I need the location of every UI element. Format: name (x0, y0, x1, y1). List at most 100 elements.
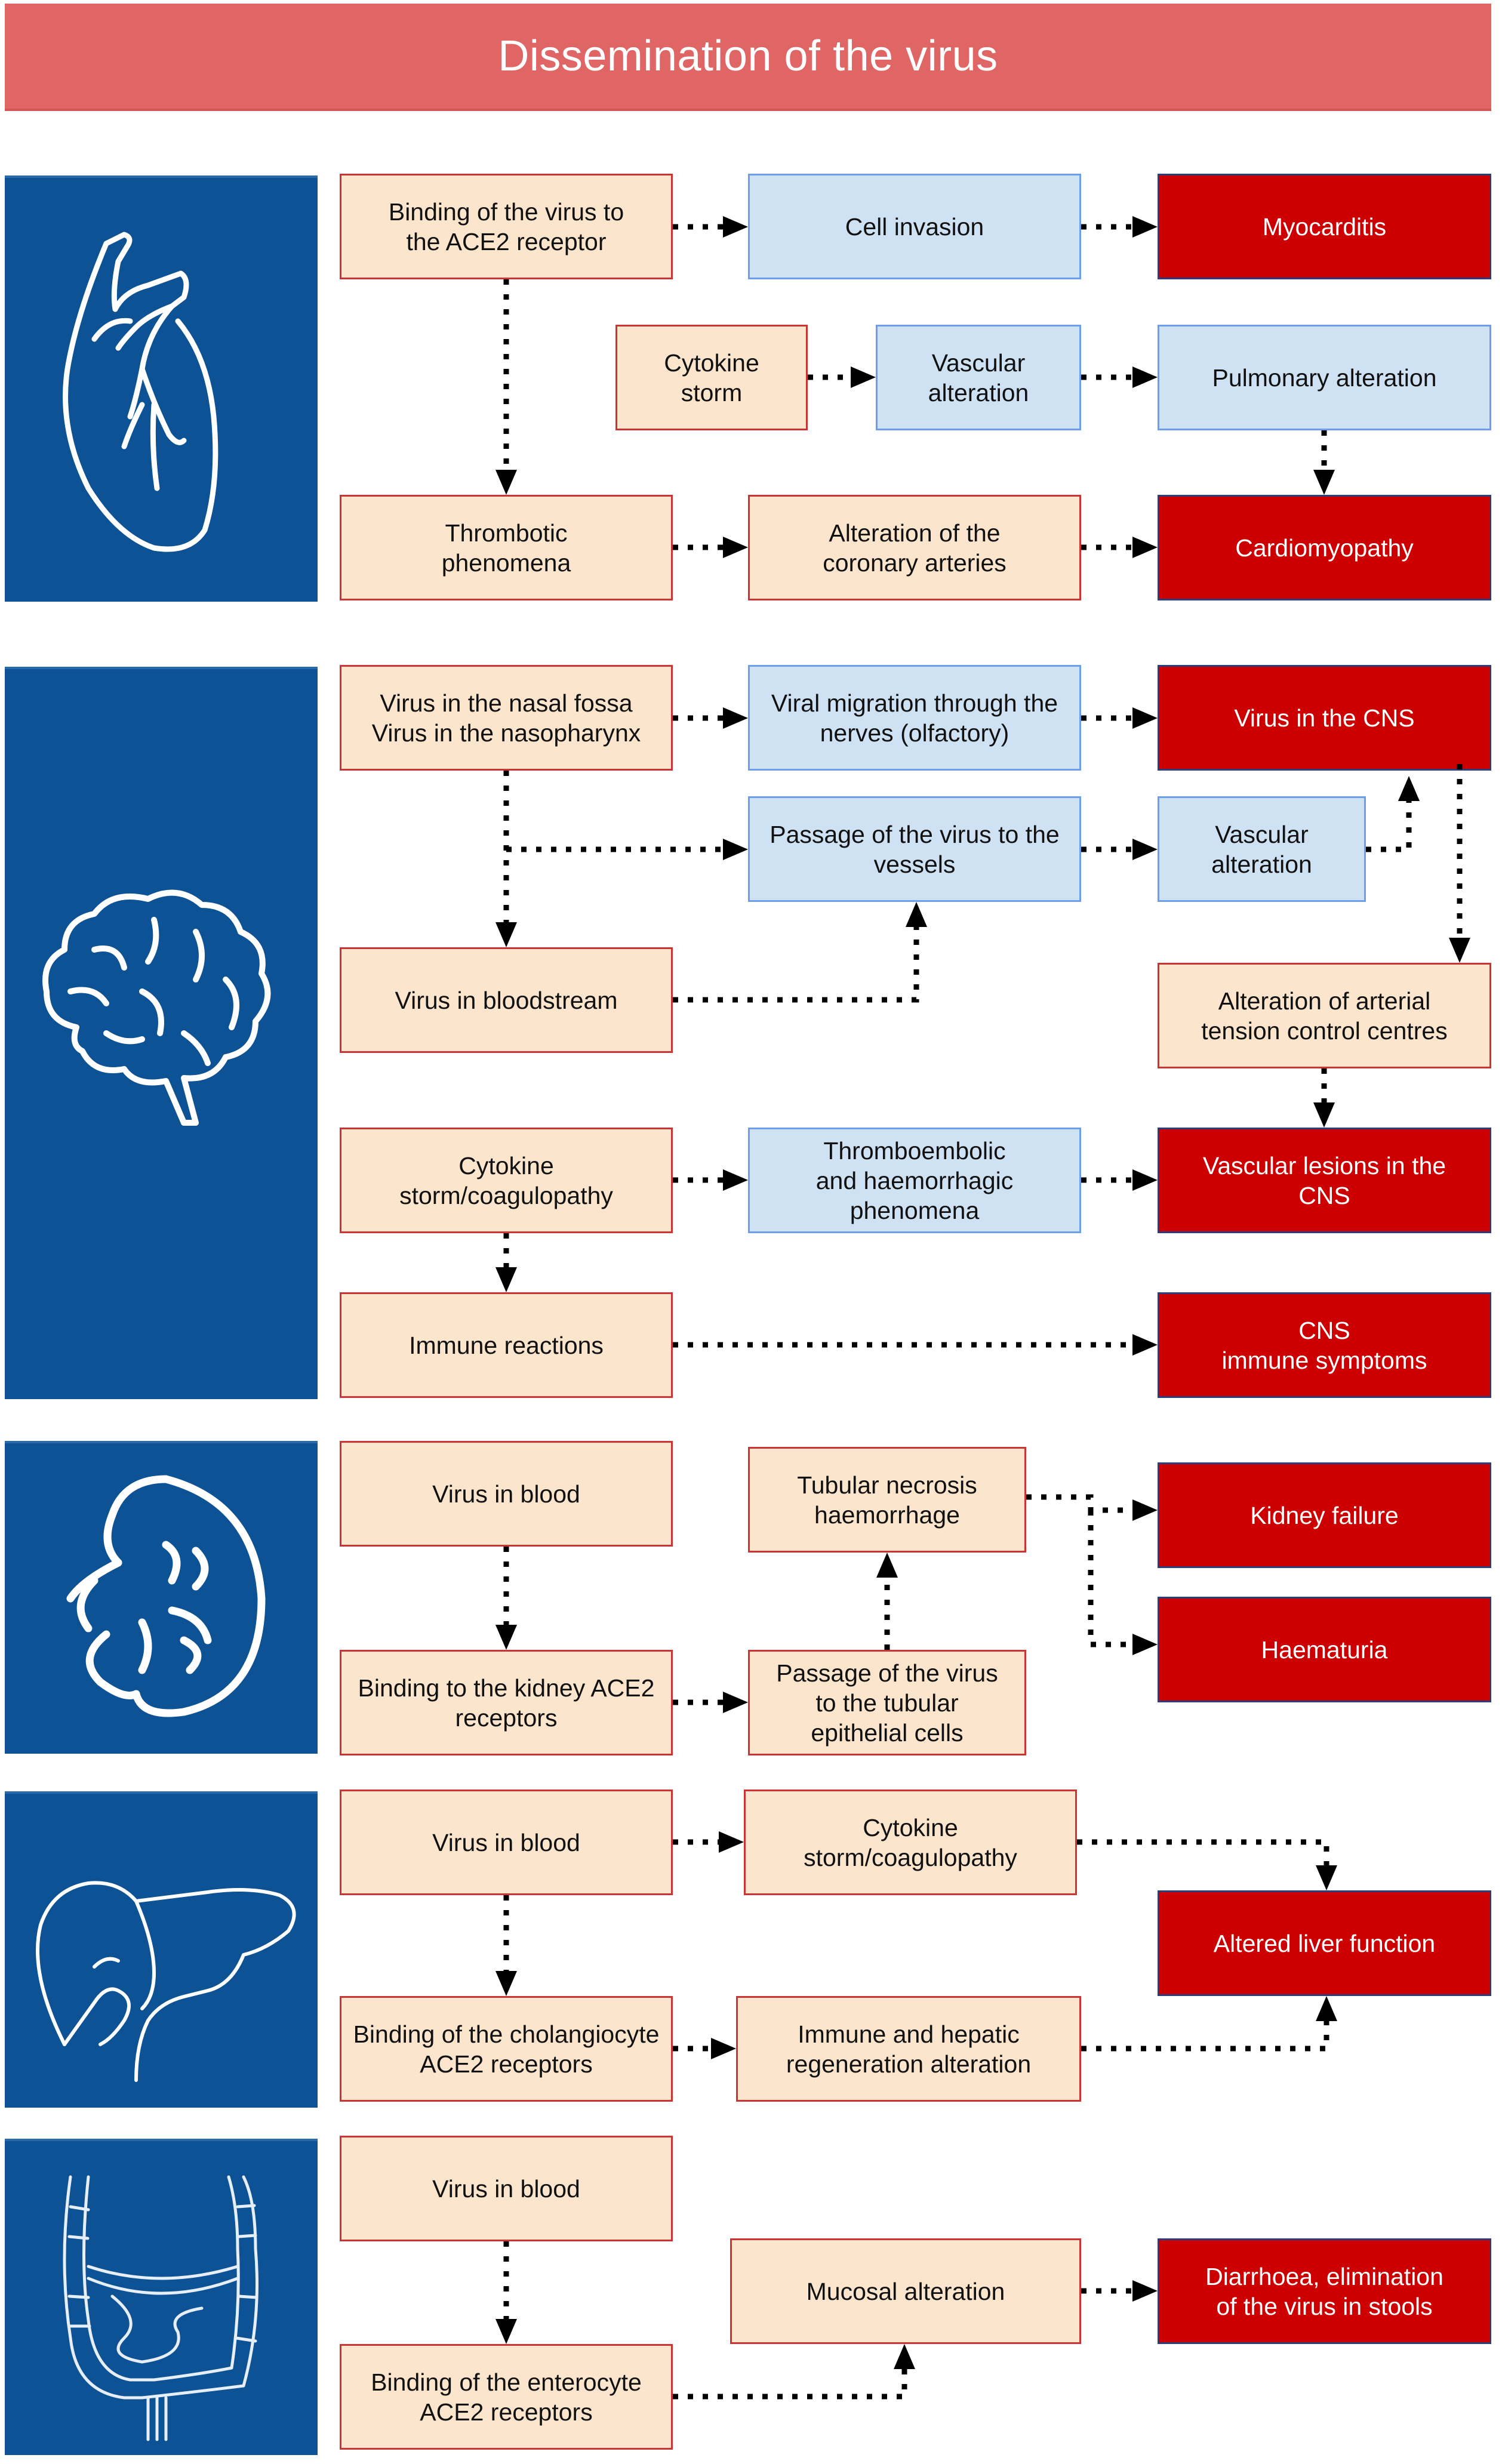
arrowhead (1132, 707, 1158, 729)
arrowhead (1132, 537, 1158, 558)
arrowhead (894, 2344, 915, 2369)
arrow-brain-bloodstream-to-passage (673, 902, 927, 1003)
arrowhead (1398, 776, 1420, 801)
brain-vascular-box: Vascular alteration (1158, 796, 1366, 902)
arrowhead (723, 1169, 748, 1191)
arrowhead (723, 216, 748, 238)
brain-cns-box: Virus in the CNS (1158, 665, 1491, 771)
arrow-brain-passage-to-vascular (1081, 839, 1158, 860)
arrow-kidney-necrosis-to-haematuria (1088, 1510, 1158, 1655)
heart-coronary-box: Alteration of the coronary arteries (748, 495, 1081, 600)
arrowhead (719, 1831, 744, 1853)
arrowhead (876, 1553, 898, 1578)
arrowhead (495, 922, 517, 947)
arrow-kidney-binding-to-passage (673, 1692, 748, 1713)
brain-panel (5, 667, 318, 1399)
arrowhead (711, 2038, 736, 2059)
arrow-intestine-binding-to-mucosal (673, 2344, 915, 2400)
heart-pulmonary-box: Pulmonary alteration (1158, 325, 1491, 430)
arrowhead (495, 1267, 517, 1292)
arrowhead (1132, 366, 1158, 388)
liver-cytokine-box: Cytokine storm/coagulopathy (744, 1790, 1077, 1895)
arrowhead (1316, 1996, 1337, 2021)
arrowhead (495, 2319, 517, 2344)
arrow-liver-cytokine-to-altered (1077, 1839, 1337, 1890)
heart-cardiomyopathy-box: Cardiomyopathy (1158, 495, 1491, 600)
brain-icon (42, 889, 271, 1126)
arrowhead (495, 1971, 517, 1996)
liver-immune-box: Immune and hepatic regeneration alterati… (736, 1996, 1081, 2102)
title-banner: Dissemination of the virus (5, 4, 1491, 111)
arrow-brain-thrombo-to-lesions (1081, 1169, 1158, 1191)
brain-thrombo-box: Thromboembolic and haemorrhagic phenomen… (748, 1128, 1081, 1233)
arrow-heart-invasion-to-myocarditis (1081, 216, 1158, 238)
arrowhead (1132, 1634, 1158, 1655)
arrowhead (1132, 1334, 1158, 1356)
liver-binding-box: Binding of the cholangiocyte ACE2 recept… (340, 1996, 673, 2102)
arrow-brain-migration-to-cns (1081, 707, 1158, 729)
arrowhead (1132, 2280, 1158, 2302)
liver-panel (5, 1791, 318, 2108)
heart-cell-invasion-box: Cell invasion (748, 174, 1081, 279)
heart-thrombotic-box: Thrombotic phenomena (340, 495, 673, 600)
arrow-brain-vascular-to-cns (1366, 776, 1420, 852)
heart-icon (63, 232, 218, 552)
arrowhead (723, 707, 748, 729)
intestine-binding-box: Binding of the enterocyte ACE2 receptors (340, 2344, 673, 2450)
kidney-passage-box: Passage of the virus to the tubular epit… (748, 1650, 1026, 1755)
arrowhead (495, 1625, 517, 1650)
arrowhead (1449, 938, 1470, 963)
brain-migration-box: Viral migration through the nerves (olfa… (748, 665, 1081, 771)
arrow-brain-cns-to-tension (1449, 764, 1470, 963)
arrow-intestine-blood-to-binding (495, 2241, 517, 2344)
arrowhead (851, 366, 876, 388)
arrow-heart-cytokine-to-vascular (808, 366, 876, 388)
arrowhead (723, 1692, 748, 1713)
heart-vascular-box: Vascular alteration (876, 325, 1081, 430)
brain-nasal-box: Virus in the nasal fossa Virus in the na… (340, 665, 673, 771)
arrow-kidney-passage-to-necrosis (876, 1553, 898, 1650)
heart-binding-box: Binding of the virus to the ACE2 recepto… (340, 174, 673, 279)
arrow-kidney-blood-to-binding (495, 1547, 517, 1650)
arrowhead (495, 470, 517, 495)
intestine-icon (63, 2175, 258, 2441)
intestine-diarrhoea-box: Diarrhoea, elimination of the virus in s… (1158, 2238, 1491, 2344)
arrowhead (723, 839, 748, 860)
arrowhead (1313, 470, 1335, 495)
kidney-binding-box: Binding to the kidney ACE2 receptors (340, 1650, 673, 1755)
arrow-liver-blood-to-binding (495, 1895, 517, 1996)
brain-immune-box: Immune reactions (340, 1292, 673, 1398)
liver-altered-box: Altered liver function (1158, 1890, 1491, 1996)
kidney-necrosis-box: Tubular necrosis haemorrhage (748, 1447, 1026, 1553)
arrowhead (1316, 1865, 1337, 1890)
arrow-brain-cytokine-to-immune (495, 1233, 517, 1292)
arrow-heart-thrombotic-to-coronary (673, 537, 748, 558)
arrow-liver-binding-to-immune (673, 2038, 736, 2059)
arrowhead (1132, 216, 1158, 238)
kidney-blood-box: Virus in blood (340, 1441, 673, 1547)
arrow-heart-vascular-to-pulmonary (1081, 366, 1158, 388)
kidney-haematuria-box: Haematuria (1158, 1597, 1491, 1702)
arrowhead (723, 537, 748, 558)
arrow-kidney-necrosis-to-failure (1026, 1494, 1158, 1521)
diagram-title: Dissemination of the virus (498, 32, 998, 80)
liver-icon (36, 1881, 296, 2082)
arrow-brain-nasal-to-bloodstream (495, 771, 517, 947)
heart-myocarditis-box: Myocarditis (1158, 174, 1491, 279)
arrow-brain-immune-to-cns-immune (673, 1334, 1158, 1356)
brain-lesions-box: Vascular lesions in the CNS (1158, 1128, 1491, 1233)
arrow-brain-nasal-to-passage (506, 839, 748, 860)
arrowhead (1313, 1102, 1335, 1128)
liver-blood-box: Virus in blood (340, 1790, 673, 1895)
heart-cytokine-box: Cytokine storm (615, 325, 808, 430)
arrowhead (1132, 839, 1158, 860)
intestine-panel (5, 2139, 318, 2455)
arrow-brain-tension-to-lesions (1313, 1068, 1335, 1128)
arrow-brain-nasal-to-migration (673, 707, 748, 729)
brain-cytokine-box: Cytokine storm/coagulopathy (340, 1128, 673, 1233)
heart-panel (5, 175, 318, 602)
arrow-heart-coronary-to-cardiomyopathy (1081, 537, 1158, 558)
arrowhead (1132, 1169, 1158, 1191)
arrow-liver-blood-to-cytokine (673, 1831, 744, 1853)
arrowhead (1132, 1499, 1158, 1521)
